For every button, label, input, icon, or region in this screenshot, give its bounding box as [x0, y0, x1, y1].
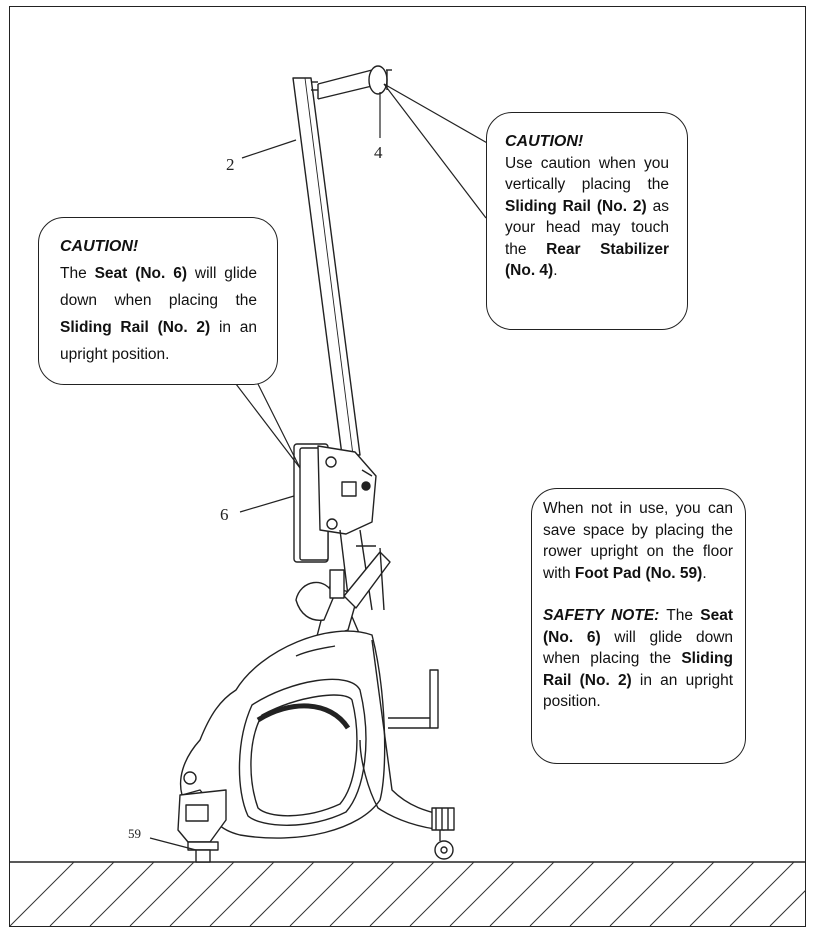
flywheel-housing [179, 630, 386, 839]
part-label-rail: 2 [226, 155, 235, 174]
safety-note-text: in an upright position. [543, 671, 734, 711]
leader-lines [149, 83, 497, 851]
seat [293, 443, 377, 563]
caution-text: as your head may touch the [505, 197, 669, 258]
rear-stabilizer [317, 65, 392, 100]
caution-text: will glide down when placing the [60, 265, 258, 309]
safety-note-text: will glide down when placing the [543, 628, 734, 668]
part-label-foot-pad: 59 [128, 826, 141, 841]
floor-hatching [10, 861, 806, 926]
part-label-stabilizer: 4 [374, 143, 383, 162]
caution-text-bold: Rear Stabilizer (No. 4) [505, 240, 670, 280]
storage-paragraph: When not in use, you can save space by p… [543, 498, 733, 584]
caution-callout-stabilizer: CAUTION! Use caution when you vertically… [486, 112, 688, 330]
caution-text: in an upright position. [60, 319, 257, 363]
storage-text: . [702, 564, 707, 582]
caution-title: CAUTION! [505, 133, 584, 150]
safety-note-text: The [659, 607, 701, 624]
rear-leg-and-wheel [359, 639, 455, 860]
safety-note-text-bold: Sliding Rail (No. 2) [543, 650, 733, 689]
caution-text-bold: Sliding Rail (No. 2) [505, 197, 647, 215]
page-frame [9, 6, 806, 927]
part-label-seat: 6 [220, 505, 229, 524]
safety-note-paragraph: SAFETY NOTE: The Seat (No. 6) will glide… [543, 605, 733, 713]
caution-text: The [60, 265, 95, 282]
storage-callout: When not in use, you can save space by p… [531, 488, 746, 764]
safety-note-text-bold: Seat (No. 6) [543, 607, 733, 646]
sliding-rail [292, 77, 361, 456]
safety-note-label: SAFETY NOTE: [543, 607, 660, 624]
caution-text: . [553, 262, 558, 279]
caution-callout-seat: CAUTION! The Seat (No. 6) will glide dow… [38, 217, 278, 385]
storage-text-bold: Foot Pad (No. 59) [574, 564, 703, 582]
caution-text: Use caution when you vertically placing … [505, 154, 669, 194]
storage-text: When not in use, you can save space by p… [543, 500, 733, 582]
front-base [177, 789, 227, 863]
caution-title: CAUTION! [60, 238, 139, 255]
caution-text-bold: Sliding Rail (No. 2) [60, 319, 211, 336]
caution-text-bold: Seat (No. 6) [94, 265, 187, 282]
